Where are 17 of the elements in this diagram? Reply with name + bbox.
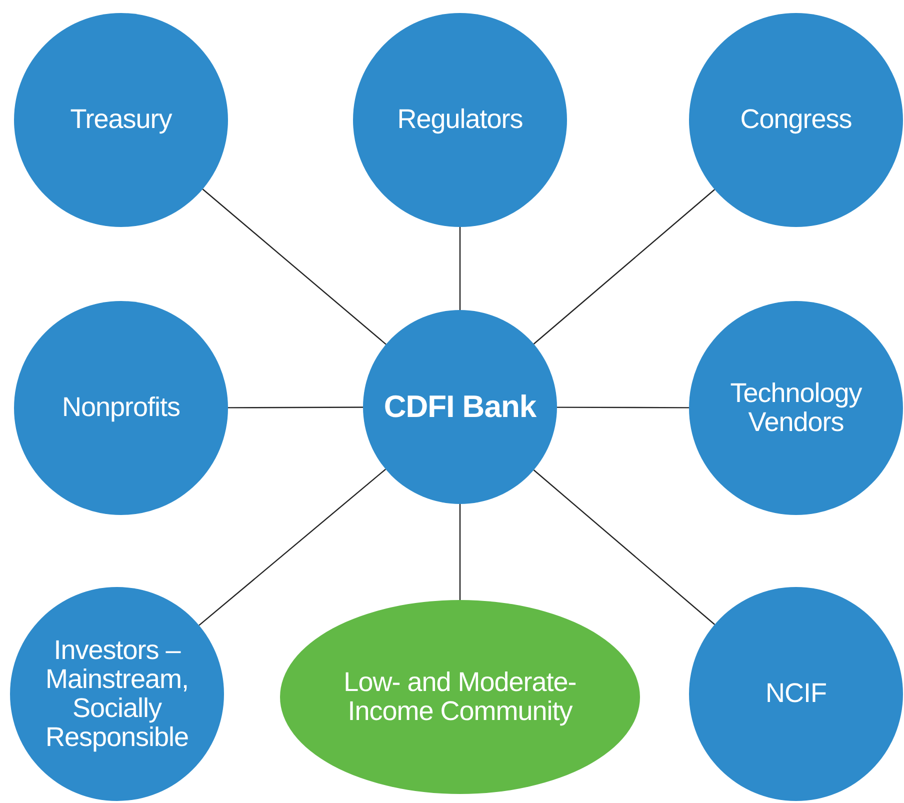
node-label: NCIF (766, 679, 826, 709)
node-label: Nonprofits (62, 393, 180, 423)
node-label: Treasury (70, 105, 172, 135)
connector-line (557, 406, 689, 408)
node-label: Low- and Moderate-Income Community (342, 668, 578, 726)
node-label: Regulators (397, 105, 523, 135)
connector-line (459, 504, 461, 600)
connector-line (198, 468, 386, 626)
connector-line (228, 406, 363, 408)
connector-line (202, 188, 386, 345)
node-label: Congress (740, 105, 852, 135)
connector-line (533, 470, 716, 625)
node-label: CDFI Bank (384, 390, 536, 424)
connector-line (459, 227, 461, 310)
node-label: Technology Vendors (729, 378, 863, 438)
node-label: Investors – Mainstream, Socially Responsible (44, 636, 190, 752)
connector-line (533, 189, 716, 344)
